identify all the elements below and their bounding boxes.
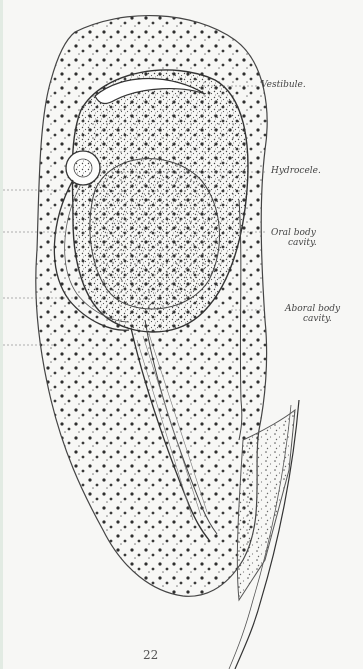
posterior-lobe bbox=[237, 410, 295, 600]
label-aboral-body-cavity-line2: cavity. bbox=[303, 315, 332, 324]
label-aboral-body-cavity-line1: Aboral body bbox=[285, 305, 340, 314]
label-vestibule: Vestibule. bbox=[261, 81, 306, 90]
figure-number: 22 bbox=[143, 648, 158, 662]
label-oral-body-cavity-line1: Oral body bbox=[271, 229, 316, 238]
hydrocele-inner bbox=[74, 159, 92, 177]
oral-body-cavity bbox=[90, 159, 220, 309]
label-oral-body-cavity-line2: cavity. bbox=[288, 239, 317, 248]
larva-section-drawing bbox=[3, 0, 363, 669]
label-hydrocele: Hydrocele. bbox=[271, 167, 321, 176]
